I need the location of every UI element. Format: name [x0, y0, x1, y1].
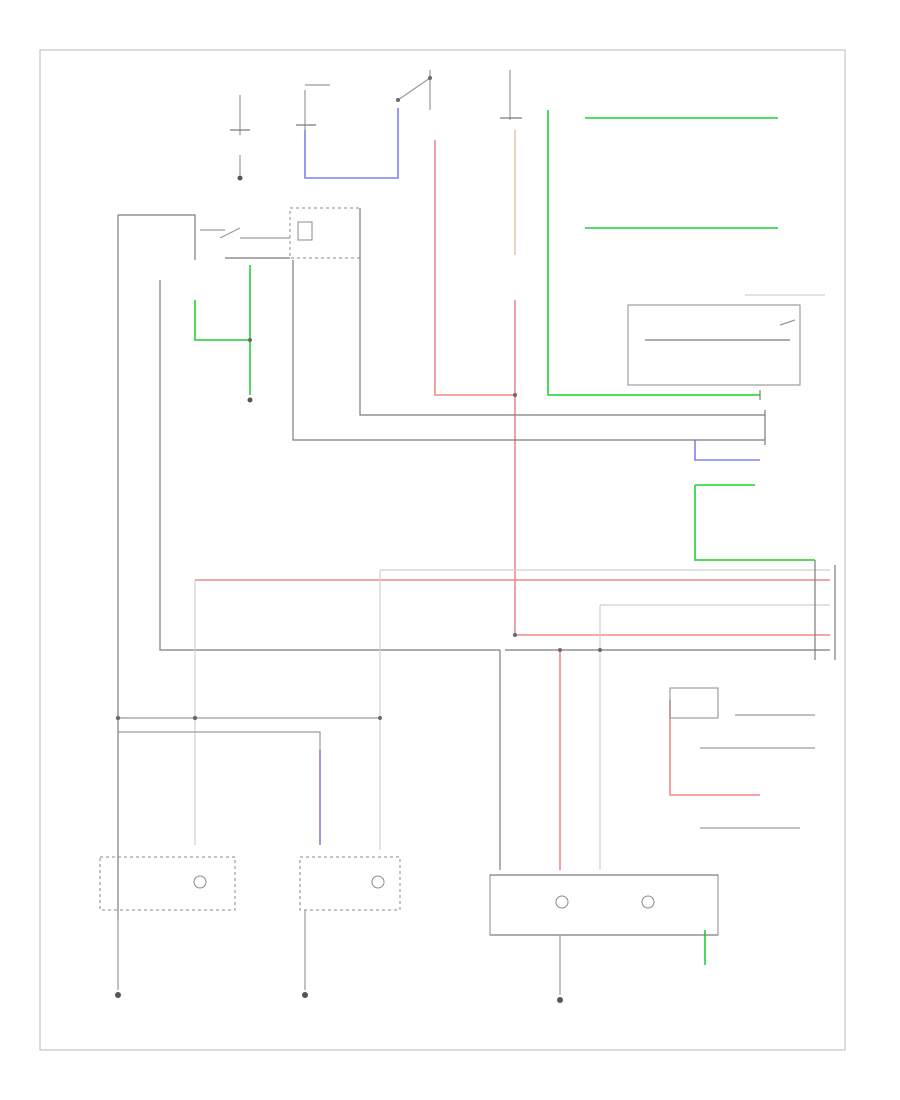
ground-icon	[115, 175, 563, 1003]
lamp-box-middle	[299, 856, 401, 990]
lamp-box-left	[99, 856, 236, 990]
diagram-frame	[39, 49, 846, 1051]
top-fuse-block	[230, 70, 522, 179]
connector-icon	[759, 390, 836, 660]
switch-icon	[396, 76, 432, 102]
lamp-box-right	[489, 874, 719, 995]
relay-coil-icon	[297, 221, 313, 241]
relay-box	[200, 207, 361, 259]
green-signal-wires	[194, 110, 815, 965]
blue-signal-wires	[319, 440, 760, 845]
component-box-right	[669, 687, 815, 829]
signal-harness	[117, 208, 830, 920]
splice-icon	[115, 338, 602, 721]
indicator-box	[627, 294, 825, 386]
lamp-icon	[193, 875, 655, 909]
